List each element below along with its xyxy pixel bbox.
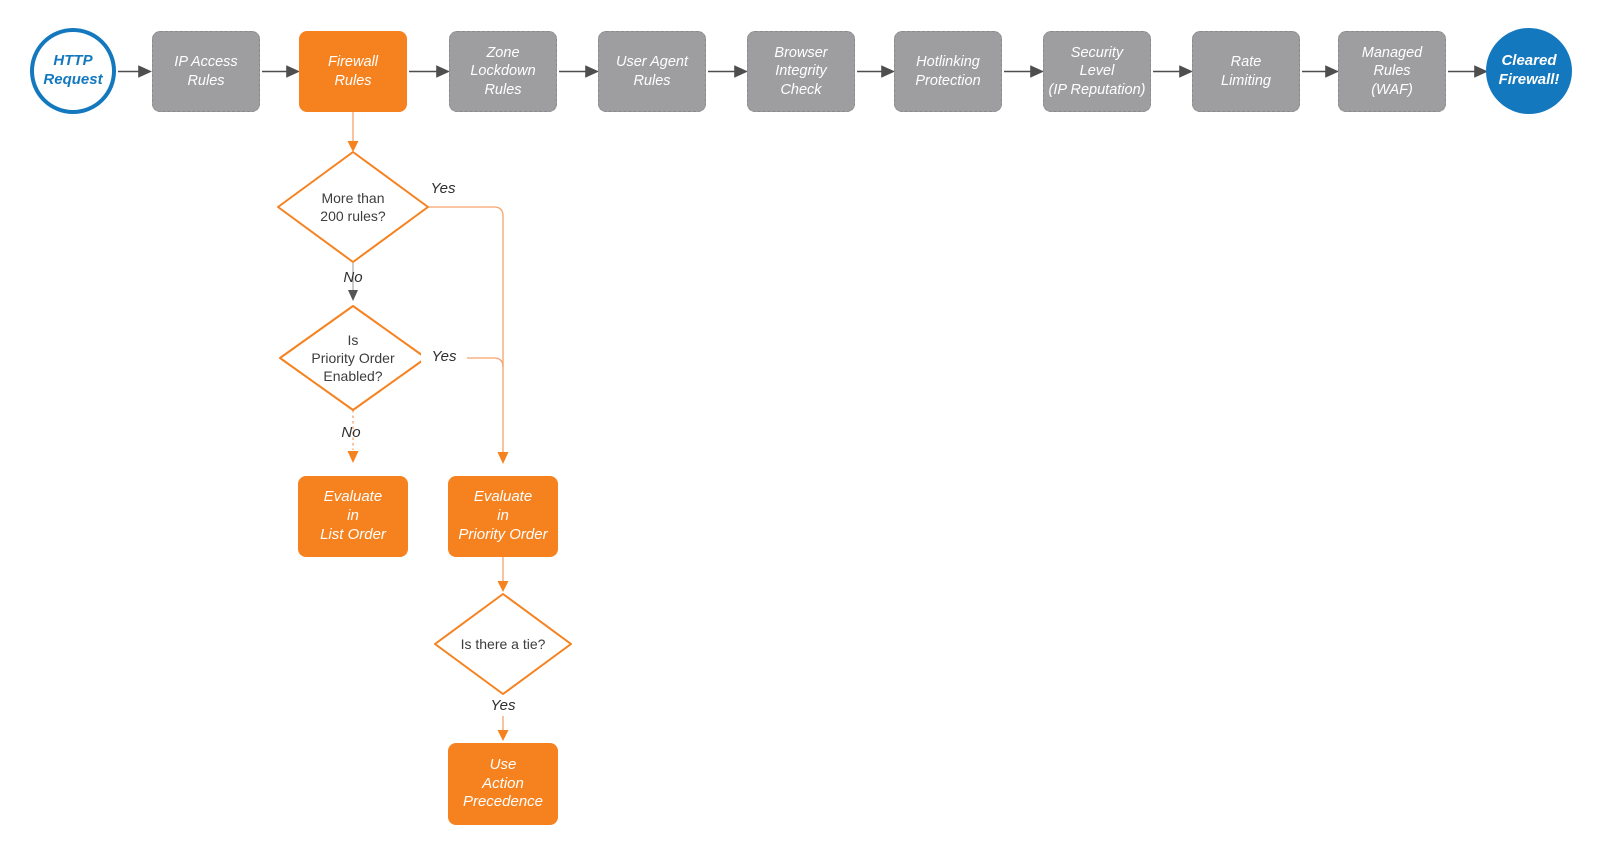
node-label: Cleared Firewall! [1498,52,1560,88]
decision-priority-enabled-text: Is Priority Order Enabled? [311,331,395,385]
node-use-action-precedence: Use Action Precedence [448,743,558,825]
stage-label: Browser Integrity Check [774,44,828,98]
label-no-priority-enabled: No [341,424,361,441]
stage-security-level: Security Level (IP Reputation) [1043,31,1151,112]
decision-rule-count-text: More than 200 rules? [320,189,386,224]
node-cleared-firewall: Cleared Firewall! [1486,28,1572,114]
stage-ip-access-rules: IP Access Rules [152,31,260,112]
stage-label: Zone Lockdown Rules [470,44,536,98]
stage-zone-lockdown-rules: Zone Lockdown Rules [449,31,557,112]
stage-label: Hotlinking Protection [915,53,981,89]
label-yes-tie: Yes [490,697,516,714]
stage-rate-limiting: Rate Limiting [1192,31,1300,112]
stage-label: User Agent Rules [616,53,688,89]
stage-label: Security Level (IP Reputation) [1048,44,1146,98]
stage-label: Firewall Rules [328,53,378,89]
stage-browser-integrity-check: Browser Integrity Check [747,31,855,112]
stage-firewall-rules: Firewall Rules [299,31,407,112]
node-evaluate-list-order: Evaluate in List Order [298,476,408,557]
decision-tie-text: Is there a tie? [460,635,546,652]
stage-label: IP Access Rules [174,53,238,89]
stage-user-agent-rules: User Agent Rules [598,31,706,112]
stage-label: Managed Rules (WAF) [1361,44,1423,98]
label-no-rule-count: No [343,269,363,286]
stage-label: Rate Limiting [1221,53,1271,89]
node-evaluate-priority-order: Evaluate in Priority Order [448,476,558,557]
node-http-request: HTTP Request [30,28,116,114]
label-yes-rule-count: Yes [430,180,456,197]
node-label: HTTP Request [43,52,103,88]
label-yes-priority-enabled: Yes [421,348,467,365]
stage-hotlinking-protection: Hotlinking Protection [894,31,1002,112]
stage-managed-rules-waf: Managed Rules (WAF) [1338,31,1446,112]
